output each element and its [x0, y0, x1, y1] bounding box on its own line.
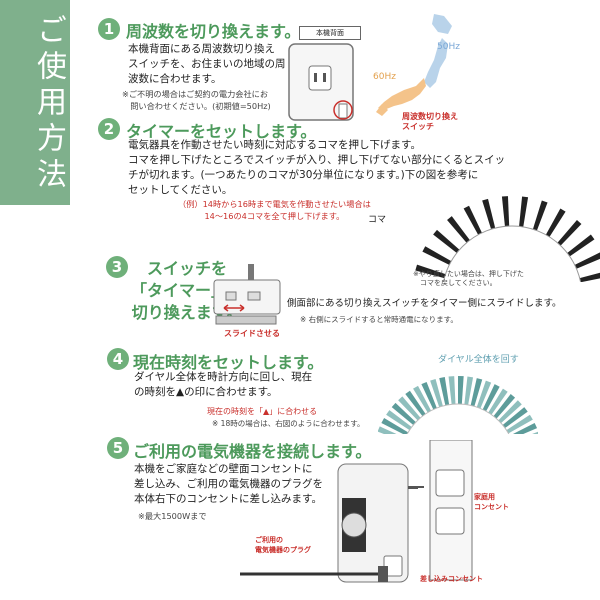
dial-segment [447, 216, 470, 243]
dial-segment [439, 377, 450, 406]
align-time-label: 現在の時刻を「▲」に合わせる [207, 407, 318, 416]
rotate-dial-label: ダイヤル全体を回す [438, 355, 519, 365]
dial-segment [413, 274, 444, 282]
step4-align-note: ※ 18時の場合は、右図のように合わせます。 [212, 419, 365, 428]
step4-number: 4 [107, 348, 129, 370]
sidebar-title: ご使用方法 [31, 14, 66, 194]
dial-segment [502, 407, 528, 429]
device-connect-figure [240, 440, 473, 583]
dial-segment [519, 196, 529, 227]
dial-segment [448, 376, 456, 405]
dial-segment [476, 380, 492, 409]
japan-map-icon [376, 14, 452, 116]
step1-number: 1 [98, 18, 120, 40]
wall-outlet-label: 家庭用 コンセント [474, 493, 509, 511]
dial-segment [562, 226, 589, 251]
step5-title: ご利用の電気機器を接続します。 [133, 442, 372, 461]
dial-segment [386, 410, 412, 431]
dial-segment [482, 198, 496, 230]
device-back-figure: 本機背面 [283, 26, 383, 126]
dial-segment [482, 384, 500, 412]
dial-segment [545, 208, 566, 237]
dial-segment [381, 417, 409, 434]
dial-segment [506, 414, 533, 434]
dial-segment [433, 229, 460, 253]
dial-segment [405, 390, 426, 417]
dial-segment [501, 196, 510, 227]
sidebar: ご使用方法 [0, 0, 70, 205]
dial-segment [498, 400, 522, 424]
plug-label: ご利用の 電気機器のプラグ [255, 536, 311, 554]
dial-segment [413, 385, 432, 413]
device-back-label: 本機背面 [299, 26, 361, 40]
dial-segment [512, 422, 538, 434]
step3-number: 3 [106, 256, 128, 278]
step3-body: 側面部にある切り換えスイッチをタイマー側にスライドします。 [287, 298, 562, 309]
dial-segment [571, 242, 600, 263]
dial-segment [551, 213, 574, 241]
step2-dial-note: ※やり直したい場合は、押し下げた コマを戻してください。 [413, 270, 524, 287]
dial-segment [391, 402, 416, 426]
dial-segment [378, 426, 397, 434]
step4-body: ダイヤル全体を時計方向に回し、現在 の時刻を▲の印に合わせます。 [134, 371, 313, 398]
dial-segment [418, 255, 449, 272]
dial-segment [532, 200, 548, 231]
frequency-switch-label: 周波数切り換え スイッチ [402, 112, 458, 131]
dial-segment [574, 252, 600, 269]
plug-icon [378, 566, 388, 582]
step1-body: 本機背面にある周波数切り換え スイッチを、お住まいの地域の周 波数に合わせます。 [128, 43, 286, 85]
step4-title: 現在時刻をセットします。 [133, 353, 324, 372]
dial-segment [579, 272, 600, 282]
dial-segment [421, 381, 437, 410]
dial-segment [439, 222, 465, 248]
step2-number: 2 [98, 118, 120, 140]
insert-outlet-label: 差し込みコンセント [420, 575, 483, 583]
dial-face [406, 403, 510, 434]
dial-segment [463, 205, 482, 235]
koma-label: コマ [368, 215, 387, 225]
dial-segment [427, 237, 456, 259]
device-back-icon [288, 43, 354, 121]
dial-segment [470, 378, 483, 407]
dial-segment [415, 264, 446, 279]
step2-title: タイマーをセットします。 [126, 122, 317, 141]
slide-label: スライドさせる [224, 329, 280, 338]
time-dial-icon [378, 376, 538, 434]
dial-segment [488, 388, 508, 415]
dial-segment [491, 196, 503, 228]
step2-example: （例）14時から16時まで電気を作動させたい場合は 14～16の4コマを全て押し… [178, 199, 371, 221]
dial-segment [455, 210, 476, 239]
step5-note: ※最大1500Wまで [138, 511, 207, 521]
dial-segment [458, 376, 464, 405]
dial-segment [464, 376, 474, 405]
dial-segment [526, 198, 538, 229]
hz50-label: 50Hz [437, 42, 460, 52]
dial-segment [398, 396, 421, 421]
step1-note: ※ご不明の場合はご契約の電力会社にお 問い合わせください。(初期値=50Hz) [122, 89, 271, 111]
step5-number: 5 [107, 437, 129, 459]
dial-segment [557, 219, 582, 246]
dial-segment [567, 234, 595, 257]
dial-segment [577, 262, 600, 276]
dial-segment [422, 246, 452, 265]
dial-segment [512, 196, 519, 227]
dial-segment [532, 431, 538, 434]
hz60-label: 60Hz [373, 72, 396, 82]
dial-segment [493, 394, 516, 419]
step3-note: ※ 右側にスライドすると常時通電になります。 [300, 315, 458, 324]
step2-body: 電気器具を作動させたい時刻に対応するコマを押し下げます。 コマを押し下げたところ… [128, 139, 506, 196]
step5-body: 本機をご家庭などの壁面コンセントに 差し込み、ご利用の電気機器のプラグを 本体右… [134, 463, 323, 505]
device-side-figure [213, 264, 281, 325]
dial-segment [472, 201, 489, 232]
dial-face [442, 225, 582, 282]
dial-segment [430, 378, 443, 408]
dial-segment [539, 204, 557, 234]
step1-title: 周波数を切り換えます。 [126, 22, 301, 41]
timer-dial-icon [413, 196, 600, 282]
